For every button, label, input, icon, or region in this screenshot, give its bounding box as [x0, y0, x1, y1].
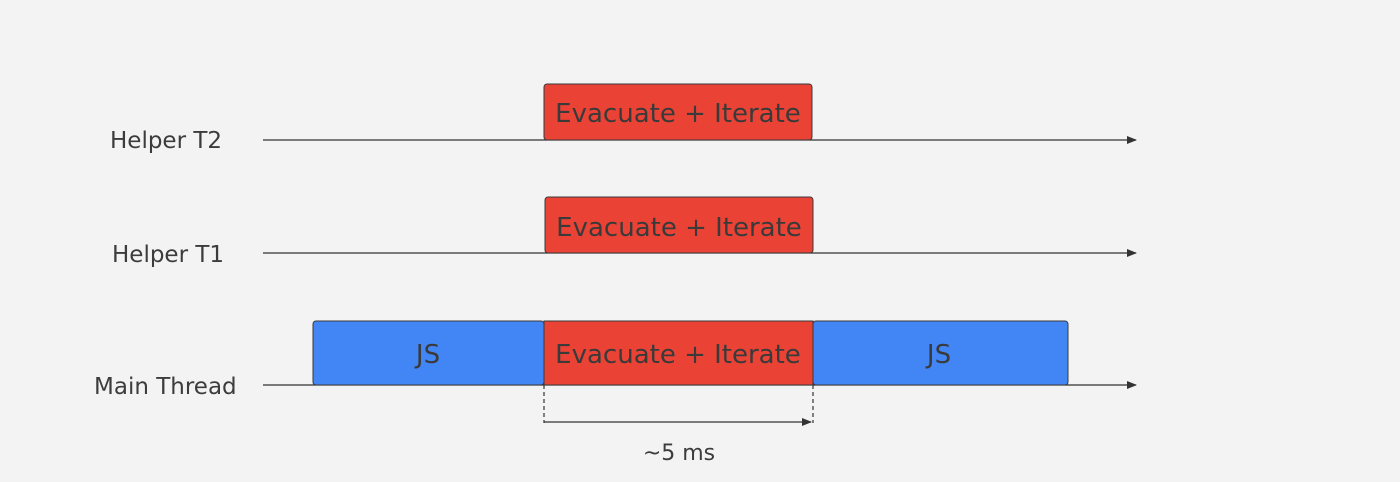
- evacuate-iterate-block-main: [543, 320, 814, 386]
- thread-label-helper-t1: Helper T1: [112, 242, 224, 268]
- block-label-main-gc: Evacuate + Iterate: [555, 340, 801, 370]
- block-label-helper-t1-gc: Evacuate + Iterate: [556, 213, 802, 243]
- duration-label: ~5 ms: [643, 441, 715, 466]
- evacuate-iterate-block-helper-t1: [544, 196, 814, 254]
- block-label-helper-t2-gc: Evacuate + Iterate: [555, 99, 801, 129]
- evacuate-iterate-block-helper-t2: [543, 83, 813, 141]
- thread-label-main: Main Thread: [94, 374, 237, 400]
- thread-label-helper-t2: Helper T2: [110, 128, 222, 154]
- block-label-js-after: JS: [925, 340, 951, 370]
- block-label-js-before: JS: [414, 340, 440, 370]
- js-block-after: [812, 320, 1069, 386]
